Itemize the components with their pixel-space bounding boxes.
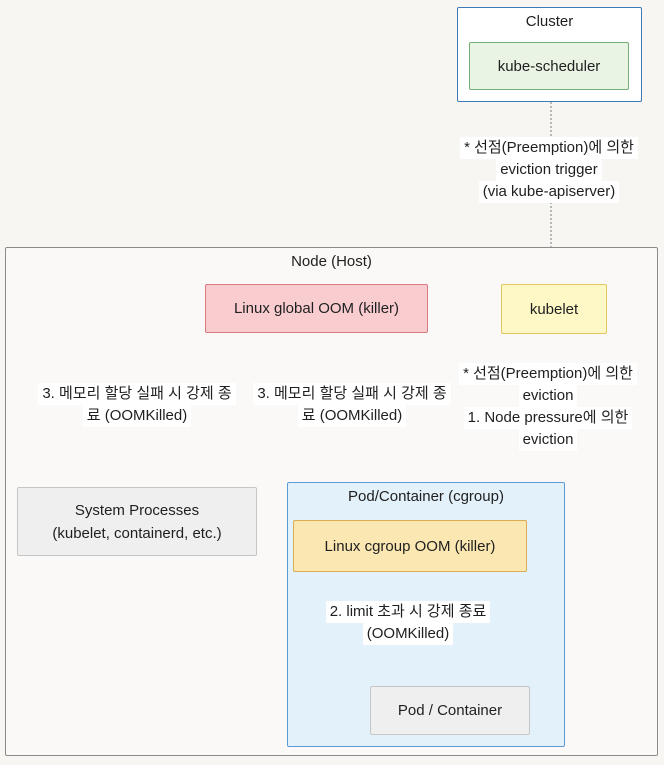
system-processes-line2: (kubelet, containerd, etc.) [52, 524, 222, 542]
pod-container-node: Pod / Container [370, 686, 530, 735]
linux-cgroup-oom-node: Linux cgroup OOM (killer) [293, 520, 527, 572]
edge-label-preemption-trigger: * 선점(Preemption)에 의한 eviction trigger (v… [429, 137, 664, 203]
node-host-title: Node (Host) [291, 253, 372, 270]
edge-label-kubelet-eviction: * 선점(Preemption)에 의한 eviction 1. Node pr… [448, 363, 648, 451]
linux-cgroup-oom-label: Linux cgroup OOM (killer) [324, 537, 496, 555]
cluster-title: Cluster [525, 13, 574, 30]
kubelet-node: kubelet [501, 284, 607, 334]
system-processes-node: System Processes (kubelet, containerd, e… [17, 487, 257, 556]
linux-global-oom-label: Linux global OOM (killer) [233, 300, 400, 317]
linux-global-oom-node: Linux global OOM (killer) [205, 284, 428, 333]
system-processes-line1: System Processes [74, 501, 200, 519]
kube-scheduler-node: kube-scheduler [469, 42, 629, 90]
edge-label-globaloom-mid: 3. 메모리 할당 실패 시 강제 종 료 (OOMKilled) [252, 383, 452, 427]
cgroup-title: Pod/Container (cgroup) [348, 488, 504, 505]
pod-container-label: Pod / Container [397, 702, 503, 719]
edge-label-cgroup-limit: 2. limit 초과 시 강제 종료 (OOMKilled) [318, 601, 498, 645]
edge-label-globaloom-left: 3. 메모리 할당 실패 시 강제 종 료 (OOMKilled) [37, 383, 237, 427]
kubelet-label: kubelet [529, 300, 579, 318]
kube-scheduler-label: kube-scheduler [497, 57, 601, 75]
